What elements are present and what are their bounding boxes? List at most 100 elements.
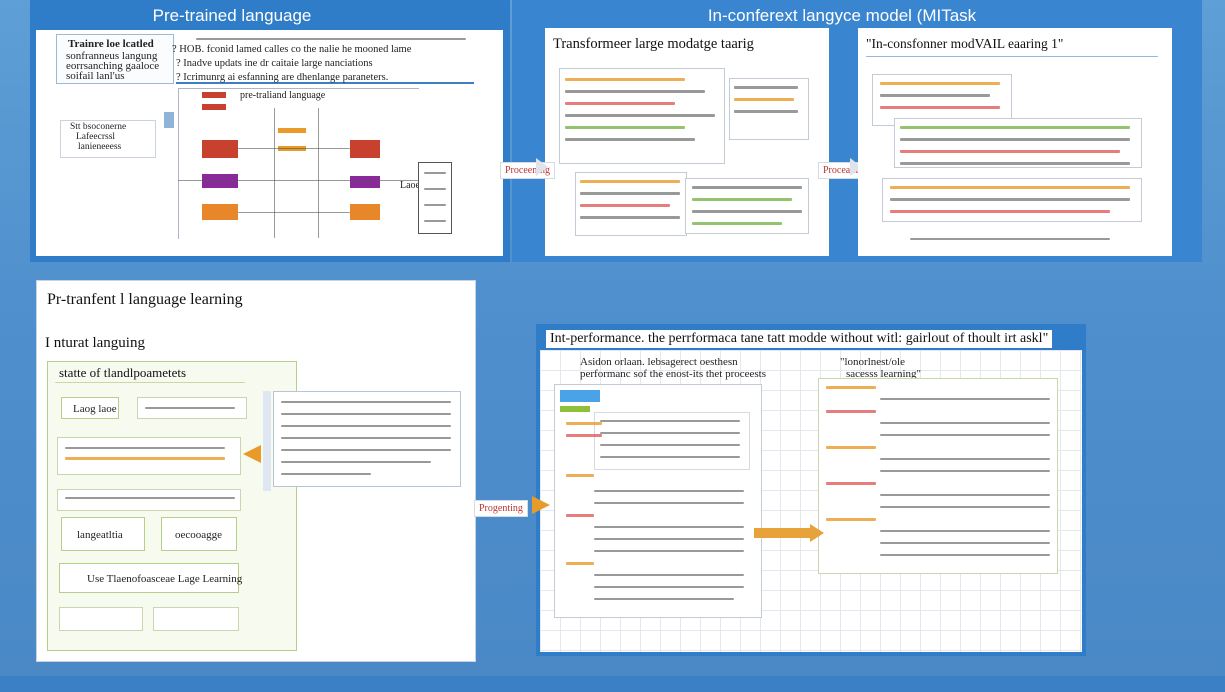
top-right-line-5 [900, 138, 1130, 141]
top-left-right-box-line-1 [424, 172, 446, 174]
top-left-hline-2 [238, 148, 350, 149]
bottom-right-orange-arrow-head [810, 524, 824, 542]
bottom-left-text-line-6 [281, 461, 431, 463]
top-mid-arrow-icon [536, 158, 548, 176]
bottom-right-line-17 [594, 598, 734, 600]
bottom-left-text-line-5 [281, 449, 451, 451]
bottom-right-panel: Asidon orlaan. lebsagerect oesthesn perf… [540, 350, 1082, 652]
bottom-right-line-5 [600, 444, 740, 446]
bottom-left-box-2 [61, 517, 145, 551]
bottom-left-wide-line-2 [65, 457, 225, 460]
top-left-vline-2 [318, 108, 319, 238]
top-left-left-box-line-2: Lafeecrssl [76, 132, 116, 142]
bottom-left-box-1-label: Laog laoe [73, 403, 117, 415]
top-left-red-block-1 [202, 140, 238, 158]
bottom-right-rline-13 [880, 530, 1050, 532]
top-mid-line-14 [692, 186, 802, 189]
bottom-left-box-6 [153, 607, 239, 631]
top-mid-line-2 [565, 90, 705, 93]
top-mid-banner: In-conferext langyce model (MITask [707, 6, 977, 25]
bottom-left-box-4-label: Use Tlaenofoasceae Lage Learning [87, 573, 243, 585]
bottom-right-rline-9 [826, 482, 876, 485]
bottom-left-title: Pr-tranfent l language learning [47, 291, 243, 308]
bottom-left-wide-box [57, 437, 241, 475]
bottom-right-rline-7 [880, 458, 1050, 460]
top-right-line-9 [890, 198, 1130, 201]
bottom-left-wide-line-1 [65, 447, 225, 449]
bottom-strip [0, 676, 1225, 692]
bottom-right-line-9 [594, 502, 744, 504]
top-right-title-underline [866, 56, 1158, 57]
bottom-right-line-2 [566, 434, 602, 437]
top-left-left-box-line-3: lanieneeess [78, 142, 122, 152]
top-right-line-1 [880, 82, 1000, 85]
bottom-left-list-box [57, 489, 241, 511]
bottom-right-rline-14 [880, 542, 1050, 544]
top-right-line-10 [890, 210, 1110, 213]
bottom-right-rline-2 [880, 398, 1050, 400]
bottom-right-rline-1 [826, 386, 876, 389]
bottom-left-box-1b-line [145, 407, 235, 409]
top-left-left-box [60, 120, 156, 158]
bottom-left-box-3-label: oecooagge [175, 529, 223, 541]
top-left-purple-block [202, 174, 238, 188]
bottom-right-line-14 [566, 562, 594, 565]
bottom-left-box-2-label: langeatltia [77, 529, 123, 541]
bottom-right-line-10 [566, 514, 594, 517]
top-mid-line-3 [565, 102, 675, 105]
top-mid-line-5 [565, 126, 685, 129]
top-right-line-6 [900, 150, 1120, 153]
top-left-banner: Pre-trained language [152, 6, 312, 25]
bottom-right-line-1 [566, 422, 602, 425]
bottom-right-right-card [818, 378, 1058, 574]
bottom-right-line-15 [594, 574, 744, 576]
top-mid-line-8 [734, 98, 794, 101]
bottom-left-arrow-icon [243, 445, 261, 463]
bottom-right-left-arrow-icon [532, 496, 550, 514]
top-mid-line-16 [692, 210, 802, 213]
bottom-left-text-line-3 [281, 425, 451, 427]
bottom-right-line-11 [594, 526, 744, 528]
top-right-panel: "In-consfonner modVAIL eaaring 1" [858, 28, 1172, 256]
top-mid-title: Transformeer large modatge taarig [553, 36, 754, 52]
top-left-side-text-1: Trainre loe lcatled [68, 38, 154, 50]
top-left-right-label: Laoe [400, 180, 420, 191]
top-left-mini-orange-1 [278, 128, 306, 133]
bottom-left-text-line-4 [281, 437, 451, 439]
top-right-line-4 [900, 126, 1130, 129]
top-left-diagram-title: pre-traliand language [240, 90, 326, 101]
top-mid-panel: Transformeer large modatge taarig [545, 28, 829, 256]
bottom-left-text-card [273, 391, 461, 487]
bottom-left-panel: Pr-tranfent l language learning I nturat… [36, 280, 476, 662]
bottom-left-text-line-1 [281, 401, 451, 403]
bottom-left-inner-underline [55, 382, 245, 383]
top-mid-line-11 [580, 192, 680, 195]
top-mid-line-4 [565, 114, 715, 117]
bottom-right-arrow-label: Progenting [474, 500, 528, 517]
bottom-right-rline-11 [880, 506, 1050, 508]
bottom-right-caption-1: Asidon orlaan. lebsagerect oesthesn [580, 356, 738, 368]
bottom-left-box-4 [59, 563, 239, 593]
bottom-right-line-7 [566, 474, 594, 477]
top-left-diagram-frame [178, 88, 419, 239]
bottom-right-blue-tab [560, 390, 600, 402]
top-left-purple-block-2 [350, 176, 380, 188]
top-mid-line-12 [580, 204, 670, 207]
bottom-right-rline-5 [880, 434, 1050, 436]
bottom-right-rline-8 [880, 470, 1050, 472]
top-right-title: "In-consfonner modVAIL eaaring 1" [866, 36, 1064, 51]
top-left-side-box [56, 34, 174, 84]
top-left-faint-line [196, 38, 466, 40]
top-left-side-text-3: eorrsanching gaaloce [66, 60, 160, 72]
bottom-right-caption-2: performanc sof the enost-its thet procee… [580, 368, 767, 380]
bottom-right-line-4 [600, 432, 740, 434]
bottom-right-line-13 [594, 550, 744, 552]
top-right-line-2 [880, 94, 990, 97]
top-left-right-box-line-3 [424, 204, 446, 206]
bottom-left-box-1 [61, 397, 119, 419]
bottom-left-list-line [65, 497, 235, 499]
top-left-hline-3 [238, 212, 350, 213]
top-right-line-8 [890, 186, 1130, 189]
bottom-right-line-16 [594, 586, 744, 588]
top-left-bullet-2: ? Inadve updats ine dr caitaie large nan… [176, 58, 373, 69]
